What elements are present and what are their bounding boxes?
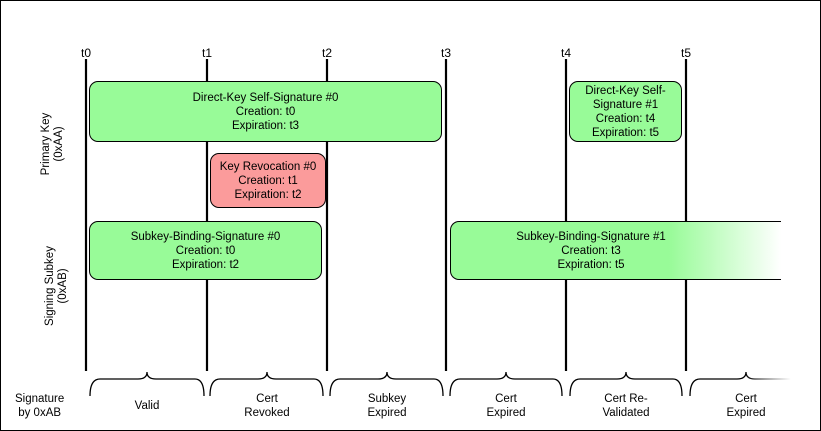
- period-line1: Valid: [134, 400, 160, 412]
- brace-cert-revalidated: [569, 371, 683, 397]
- brace-valid: [89, 371, 205, 397]
- period-line1: Cert: [256, 393, 278, 405]
- tick-label-t3: t3: [440, 46, 452, 60]
- box-expiration: Expiration: t5: [591, 126, 660, 139]
- box-creation: Creation: t4: [595, 112, 656, 125]
- box-creation: Creation: t3: [561, 244, 621, 257]
- box-creation: Creation: t0: [235, 105, 296, 118]
- box-creation: Creation: t0: [175, 244, 236, 257]
- row-label-primary-key: Primary Key (0xAA): [40, 84, 66, 204]
- period-line2: Expired: [726, 407, 766, 419]
- brace-cert-revoked: [209, 371, 324, 397]
- period-line1: Cert Re-: [604, 393, 648, 405]
- period-line2: Expired: [486, 407, 526, 419]
- signature-box-subkey-binding-signature-1[interactable]: Subkey-Binding-Signature #1 Creation: t3…: [450, 221, 781, 280]
- period-label-cert-expired-1: Cert Expired: [487, 392, 526, 420]
- box-expiration: Expiration: t2: [171, 258, 240, 271]
- brace-cert-expired-1: [449, 371, 563, 397]
- period-line1: Cert: [735, 393, 757, 405]
- signature-box-direct-key-self-signature-0[interactable]: Direct-Key Self-Signature #0 Creation: t…: [89, 81, 442, 142]
- box-title: Subkey-Binding-Signature #1: [516, 230, 666, 243]
- signature-box-subkey-binding-signature-0[interactable]: Subkey-Binding-Signature #0 Creation: t0…: [89, 221, 322, 280]
- period-line1: Cert: [495, 393, 517, 405]
- tick-label-t4: t4: [560, 46, 572, 60]
- row-label-signing-subkey: Signing Subkey (0xAB): [44, 221, 70, 351]
- row-label-signing-subkey-line2: (0xAB): [57, 268, 69, 304]
- row-label-primary-key-line2: (0xAA): [53, 126, 65, 162]
- box-expiration: Expiration: t5: [557, 258, 625, 271]
- footer-corner-label: Signature by 0xAB: [15, 392, 64, 420]
- box-title: Key Revocation #0: [219, 160, 317, 173]
- box-creation: Creation: t1: [238, 174, 298, 187]
- period-line2: Validated: [602, 407, 650, 419]
- period-label-cert-revalidated: Cert Re- Validated: [602, 392, 649, 420]
- signature-box-key-revocation-0[interactable]: Key Revocation #0 Creation: t1 Expiratio…: [210, 153, 326, 208]
- box-expiration: Expiration: t2: [234, 188, 302, 201]
- tick-label-t2: t2: [321, 46, 333, 60]
- period-label-valid: Valid: [135, 399, 160, 413]
- box-title: Direct-Key Self-Signature #1: [585, 84, 666, 111]
- footer-corner-line2: by 0xAB: [18, 407, 62, 419]
- period-label-cert-revoked: Cert Revoked: [244, 392, 289, 420]
- row-label-signing-subkey-line1: Signing Subkey: [44, 246, 56, 326]
- box-title: Subkey-Binding-Signature #0: [130, 230, 281, 243]
- tick-label-t5: t5: [680, 46, 692, 60]
- footer-corner-line1: Signature: [15, 393, 65, 405]
- tick-label-t1: t1: [201, 46, 213, 60]
- period-line2: Expired: [367, 407, 407, 419]
- row-label-primary-key-line1: Primary Key: [40, 112, 52, 176]
- brace-subkey-expired: [329, 371, 444, 397]
- period-label-subkey-expired: Subkey Expired: [368, 392, 407, 420]
- period-line2: Revoked: [244, 407, 290, 419]
- period-line1: Subkey: [367, 393, 407, 405]
- brace-cert-expired-2: [689, 371, 791, 397]
- signature-box-direct-key-self-signature-1[interactable]: Direct-Key Self-Signature #1 Creation: t…: [569, 81, 682, 142]
- box-title: Direct-Key Self-Signature #0: [192, 91, 339, 104]
- period-label-cert-expired-2: Cert Expired: [727, 392, 766, 420]
- box-expiration: Expiration: t3: [231, 119, 300, 132]
- tick-label-t0: t0: [80, 46, 92, 60]
